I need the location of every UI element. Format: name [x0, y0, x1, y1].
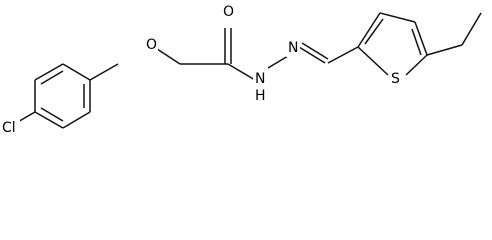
atom-label-cl: Cl [2, 120, 16, 136]
atom-label-ether-o: O [146, 37, 157, 53]
atom-label-carbonyl-o: O [223, 4, 234, 20]
n-n-bond [267, 55, 289, 69]
n-ch-double-bond-b [301, 42, 329, 60]
molecule-structure-diagram: Cl O O N H N S [0, 4, 482, 136]
atom-label-amide-h: H [255, 88, 266, 104]
atom-s: S [389, 70, 403, 88]
benzene-ring [34, 63, 91, 129]
atom-amide-n: N H [253, 71, 267, 104]
atom-cl: Cl [0, 118, 20, 136]
aryl-o-bond [89, 63, 119, 81]
atom-label-imine-n: N [288, 40, 298, 56]
co-n-bond [227, 63, 256, 81]
ch-thiophene-bond [327, 46, 359, 64]
thiophene-ring [357, 12, 428, 76]
atom-carbonyl-o: O [221, 4, 235, 21]
atom-imine-n: N [286, 40, 300, 57]
ethyl-ch2-bond [426, 44, 463, 56]
n-ch-double-bond-a [298, 46, 326, 64]
atom-ether-o: O [144, 37, 158, 54]
atom-label-amide-n: N [255, 71, 265, 87]
ethyl-ch3-bond [461, 12, 482, 46]
atom-label-s: S [391, 71, 400, 87]
